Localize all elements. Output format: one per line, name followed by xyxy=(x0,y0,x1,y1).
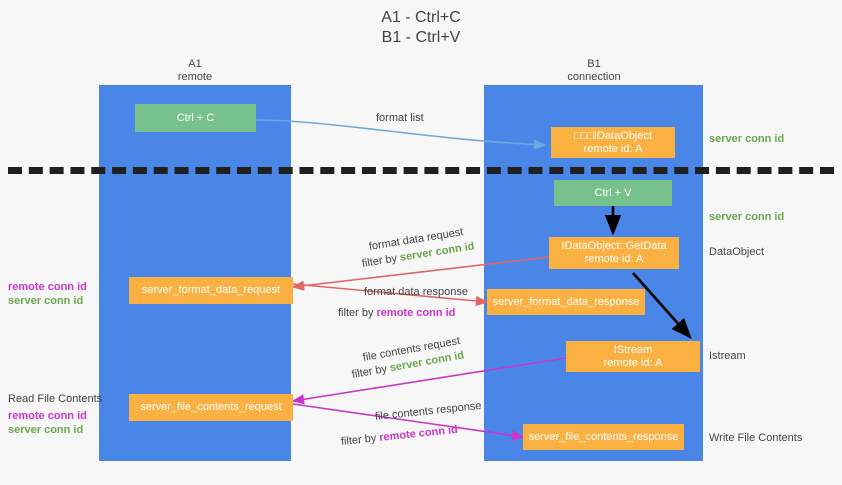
box-server-format-data-request[interactable]: server_format_data_request xyxy=(129,277,293,304)
box-server-file-contents-response[interactable]: server_file_contents_response xyxy=(523,424,684,450)
box-ctrl-c[interactable]: Ctrl + C xyxy=(135,104,256,132)
filter-by-text-4: filter by xyxy=(340,432,377,448)
left-remote-conn-id-1: remote conn id xyxy=(8,281,87,293)
diagram-title: A1 - Ctrl+C B1 - Ctrl+V xyxy=(0,8,842,48)
title-line-2: B1 - Ctrl+V xyxy=(381,29,461,46)
label-filter-file-contents-response: filter by remote conn id xyxy=(340,423,458,449)
lane-b1-name: B1 xyxy=(587,58,601,70)
lane-header-b1: B1 connection xyxy=(534,58,654,84)
label-format-data-response: format data response xyxy=(364,286,468,298)
box-idataobject-create[interactable]: □□□IDataObject remote id: A xyxy=(551,127,675,158)
box-idataobject-create-line2: remote id: A xyxy=(583,142,643,155)
left-server-conn-id-1: server conn id xyxy=(8,295,84,307)
box-istream-line1: IStream xyxy=(613,343,653,356)
lane-header-a1: A1 remote xyxy=(139,58,251,84)
label-istream-section: Istream xyxy=(709,350,746,362)
box-istream[interactable]: IStream remote id: A xyxy=(566,341,700,372)
lane-a1-name: A1 xyxy=(188,58,202,70)
box-ctrl-v[interactable]: Ctrl + V xyxy=(554,180,672,206)
box-server-file-contents-response-label: server_file_contents_response xyxy=(528,430,679,443)
filter-value-remote-conn-id-2: remote conn id xyxy=(376,307,456,319)
label-file-contents-response: file contents response xyxy=(374,399,483,423)
left-conn-ids-format: remote conn id server conn id xyxy=(8,280,87,308)
label-server-conn-id-second: server conn id xyxy=(709,211,785,223)
box-server-format-data-request-label: server_format_data_request xyxy=(141,284,281,296)
box-server-file-contents-request-label: server_file_contents_request xyxy=(140,401,282,413)
label-format-list: format list xyxy=(376,112,424,124)
phase-divider xyxy=(8,167,834,174)
left-server-conn-id-2: server conn id xyxy=(8,424,84,436)
box-ctrl-c-label: Ctrl + C xyxy=(176,111,215,124)
box-server-format-data-response-label: server_format_data_response xyxy=(492,295,640,308)
filter-value-remote-conn-id-4: remote conn id xyxy=(378,423,459,444)
label-write-file-contents: Write File Contents xyxy=(709,432,803,444)
filter-by-text-3: filter by xyxy=(350,362,388,381)
left-read-file-contents-group: Read File Contents remote conn id server… xyxy=(8,392,102,437)
box-server-format-data-response[interactable]: server_format_data_response xyxy=(487,289,645,315)
box-istream-line2: remote id: A xyxy=(603,356,663,369)
box-server-file-contents-request[interactable]: server_file_contents_request xyxy=(129,394,293,421)
title-line-1: A1 - Ctrl+C xyxy=(381,9,461,26)
left-remote-conn-id-2: remote conn id xyxy=(8,410,87,422)
filter-by-text-1: filter by xyxy=(361,252,398,270)
label-server-conn-id-top: server conn id xyxy=(709,133,785,145)
label-filter-format-data-response: filter by remote conn id xyxy=(338,306,455,320)
filter-by-text-2: filter by xyxy=(338,307,374,319)
lane-a1-role: remote xyxy=(177,71,213,83)
box-idataobject-create-line1: □□□IDataObject xyxy=(573,129,652,142)
box-idataobject-getdata-line1: IDataObject::GetData xyxy=(561,240,667,252)
label-read-file-contents: Read File Contents xyxy=(8,393,103,405)
box-idataobject-getdata[interactable]: IDataObject::GetData remote id: A xyxy=(549,237,679,269)
box-ctrl-v-label: Ctrl + V xyxy=(594,186,632,199)
lane-b1-role: connection xyxy=(567,71,621,83)
box-idataobject-getdata-line2: remote id: A xyxy=(584,253,644,265)
label-data-object: DataObject xyxy=(709,246,765,258)
